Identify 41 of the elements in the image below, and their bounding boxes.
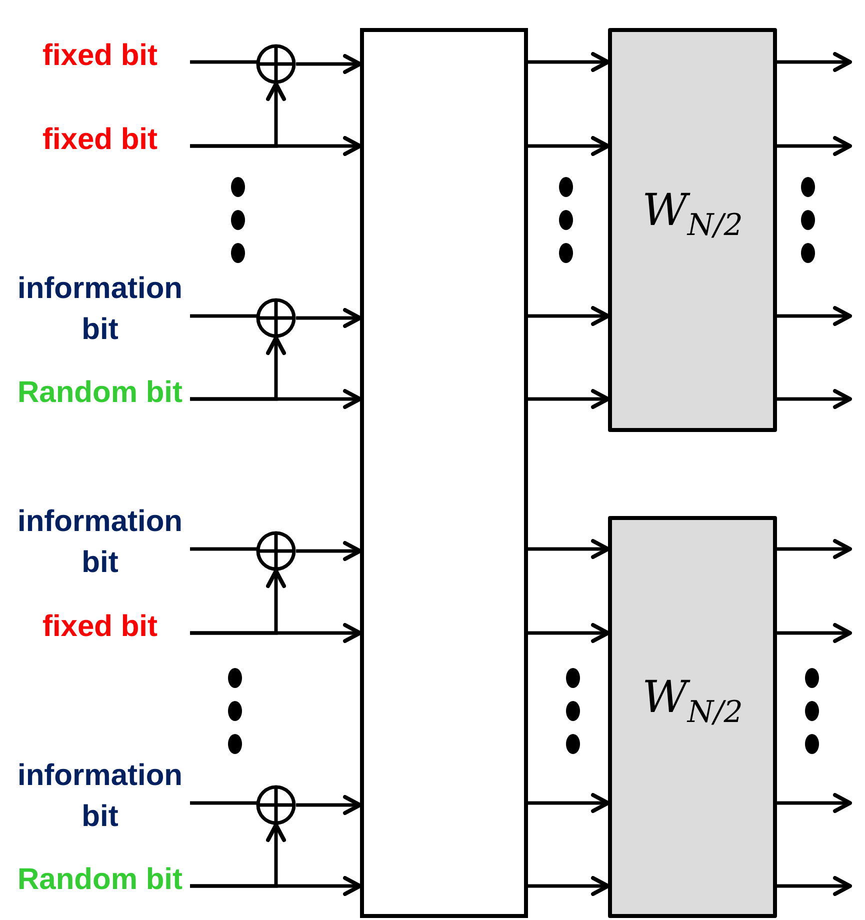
arrow — [528, 793, 610, 813]
bit-label: fixed bit — [41, 122, 158, 158]
permutation-block — [360, 28, 528, 918]
bit-label: Random bit — [16, 862, 184, 898]
arrow — [528, 389, 610, 409]
arrow — [296, 308, 362, 328]
arrow — [528, 136, 610, 156]
arrow — [190, 136, 362, 156]
arrow — [296, 795, 362, 815]
arrow — [528, 623, 610, 643]
arrow — [777, 306, 852, 326]
subchannel-block — [608, 28, 777, 432]
xor-symbol — [256, 531, 296, 571]
arrow — [777, 539, 852, 559]
bit-label: Random bit — [16, 374, 184, 410]
arrow — [777, 389, 852, 409]
arrow — [528, 876, 610, 896]
arrow — [528, 306, 610, 326]
arrow — [777, 52, 852, 72]
block-label: W$_{N/2}$ — [642, 189, 743, 241]
subchannel-block — [608, 516, 777, 918]
block-label: W$_{N/2}$ — [642, 676, 743, 728]
bit-label: fixed bit — [41, 38, 158, 74]
bit-label: fixed bit — [41, 608, 158, 644]
arrow — [777, 623, 852, 643]
arrow — [190, 623, 362, 643]
arrow — [528, 539, 610, 559]
arrow — [296, 541, 362, 561]
arrow — [190, 876, 362, 896]
arrow — [190, 389, 362, 409]
bit-label: information bit — [16, 504, 184, 581]
arrow — [777, 793, 852, 813]
arrow — [528, 52, 610, 72]
arrow — [777, 876, 852, 896]
arrow — [777, 136, 852, 156]
xor-symbol — [256, 785, 296, 825]
arrow — [296, 54, 362, 74]
xor-symbol — [256, 44, 296, 84]
xor-symbol — [256, 298, 296, 338]
bit-label: information bit — [16, 758, 184, 835]
bit-label: information bit — [16, 271, 184, 348]
